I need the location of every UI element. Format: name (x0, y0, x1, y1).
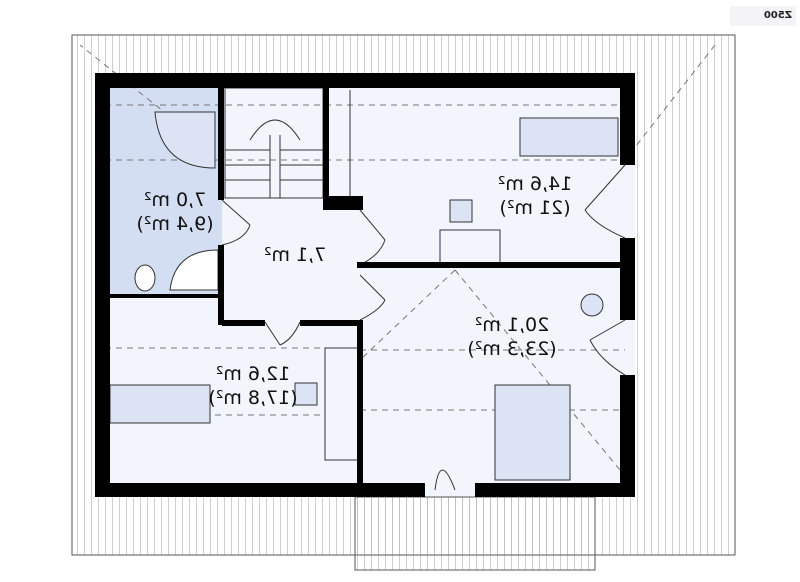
walls (95, 73, 635, 497)
door-bathroom (221, 199, 251, 246)
room-gross-area: (9,4 m²) (136, 213, 214, 235)
balcony-door-bottom (589, 319, 626, 376)
desk-top (439, 229, 501, 266)
toilet (134, 264, 156, 292)
room-area: 7,0 m² (143, 189, 207, 211)
room-label-bathroom: 7,0 m²(9,4 m²) (130, 188, 220, 236)
room-gross-area: (17,8 m²) (208, 387, 298, 409)
door-hall-bottom (359, 274, 386, 321)
shower (169, 249, 219, 291)
room-area: 20,1 m² (474, 314, 550, 336)
entrance-door (434, 469, 456, 491)
door-left-room (264, 321, 301, 346)
bed-left (109, 384, 211, 424)
room-gross-area: (21 m²) (499, 197, 571, 219)
balcony (354, 496, 596, 571)
balcony-door-top (584, 164, 626, 239)
chair (449, 199, 473, 223)
room-label-hall: 7,1 m² (250, 243, 340, 267)
corner-bathtub (154, 111, 216, 169)
room-area: 14,6 m² (497, 173, 573, 195)
room-gross-area: (23,3 m²) (467, 338, 557, 360)
desk (324, 347, 359, 461)
round-table (580, 293, 604, 317)
bed-right (494, 384, 571, 481)
room-label-bedroom-top-right: 14,6 m²(21 m²) (490, 172, 580, 220)
room-area: 7,1 m² (263, 244, 327, 266)
room-label-bedroom-bottom-right: 20,1 m²(23,3 m²) (462, 313, 562, 361)
room-area: 12,6 m² (215, 363, 291, 385)
room-label-bedroom-bottom-left: 12,6 m²(17,8 m²) (203, 362, 303, 410)
chair-2 (294, 382, 318, 406)
bed-top-right (519, 117, 619, 157)
